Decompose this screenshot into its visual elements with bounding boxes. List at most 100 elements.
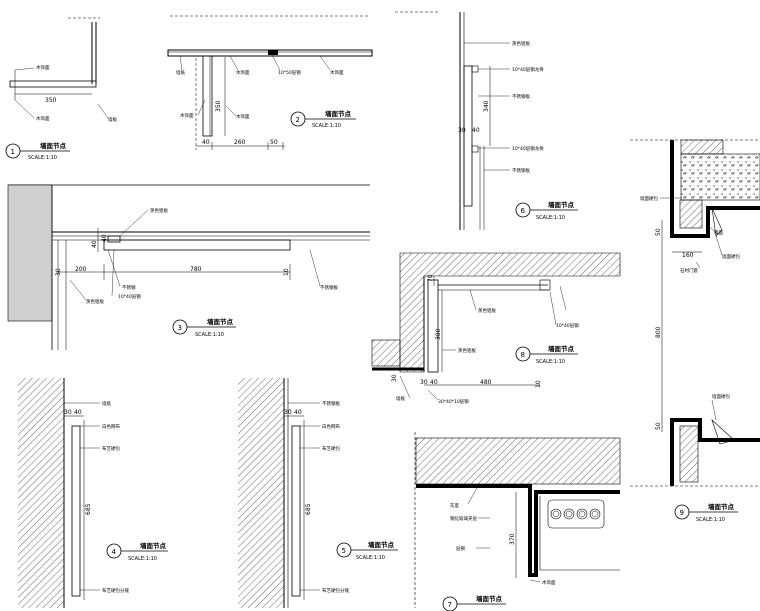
detail-7-dim-0: 370 xyxy=(509,533,516,545)
detail-4-dim-0: 30 xyxy=(64,409,72,416)
detail-4-dim-1: 40 xyxy=(74,409,82,416)
detail-8-dim-3: 30 xyxy=(420,379,428,386)
detail-8-dim-1: 30 xyxy=(391,374,398,382)
detail-7-number: 7 xyxy=(448,601,452,609)
detail-1-scale: SCALE:1:10 xyxy=(28,155,57,161)
detail-3-note-1: 蒸色铝板 xyxy=(86,298,104,305)
detail-6-dim-2: 40 xyxy=(472,127,480,134)
detail-6-note-0: 蒸色铝板 xyxy=(512,40,530,47)
detail-2-note-0: 墙纸 xyxy=(176,69,185,76)
detail-3-dim-4: 780 xyxy=(190,266,202,273)
detail-3-title: 墙面节点 xyxy=(207,317,234,326)
detail-4-note-1: 白色网布 xyxy=(102,423,120,430)
detail-9-dim-1: 160 xyxy=(682,252,694,259)
detail-8-dim-6: 10 xyxy=(535,380,542,388)
detail-8: 70 30 380 30 40 480 10 蒸色铝板 10*40层钢 蒸色铝板… xyxy=(371,252,621,405)
detail-9-number: 9 xyxy=(680,509,684,517)
detail-1-note-0: 木饰面 xyxy=(36,64,50,71)
detail-2-number: 2 xyxy=(296,116,300,124)
detail-9-title: 墙面节点 xyxy=(708,502,735,511)
detail-3-note-0: 蒸色铝板 xyxy=(150,207,168,214)
detail-2-note-2: 10*50层钢 xyxy=(278,69,301,76)
detail-6-number: 6 xyxy=(521,207,526,215)
detail-7: 370 灰度 钢化玻璃夹层 层钢 木饰面 7 墙面节点 xyxy=(414,432,621,611)
detail-9: 50 160 800 50 墙面硬包 墙面 石材门套 墙面硬包 墙面硬包 9 墙… xyxy=(630,139,760,523)
detail-3-note-4: 不锈钢板 xyxy=(320,284,338,291)
detail-5-note-2: 布艺硬包 xyxy=(322,445,340,452)
detail-6-dim-0: 340 xyxy=(483,100,490,112)
detail-2-dim-3: 50 xyxy=(270,139,278,146)
detail-4-note-0: 墙纸 xyxy=(102,400,111,407)
detail-8-note-3: 墙板 xyxy=(396,395,405,402)
detail-1-note-2: 墙板 xyxy=(108,116,117,123)
detail-4: 30 40 685 墙纸 白色网布 布艺硬包 布艺硬包分缝 4 墙面节点 SCA… xyxy=(18,378,168,608)
detail-1-title: 墙面节点 xyxy=(40,141,67,150)
detail-8-scale: SCALE:1:10 xyxy=(536,359,565,365)
detail-5-dim-0: 30 xyxy=(284,409,292,416)
detail-6-note-1: 10*40层钢龙骨 xyxy=(512,66,544,73)
detail-6-note-2: 不锈钢板 xyxy=(512,93,530,100)
detail-3-scale: SCALE:1:10 xyxy=(195,332,224,338)
detail-9-note-4: 墙面硬包 xyxy=(712,393,730,400)
detail-4-dim-2: 685 xyxy=(85,503,92,515)
detail-7-note-1: 钢化玻璃夹层 xyxy=(450,515,477,522)
detail-8-dim-2: 380 xyxy=(435,328,442,340)
detail-9-note-2: 石材门套 xyxy=(680,267,698,274)
detail-6-note-3: 10*40层钢龙骨 xyxy=(512,145,544,152)
detail-3-dim-0: 40 xyxy=(91,240,98,248)
detail-9-dim-2: 800 xyxy=(655,326,662,338)
detail-5-scale: SCALE:1:10 xyxy=(356,555,385,561)
detail-6-dim-1: 30 xyxy=(458,127,466,134)
detail-2-note-3: 木饰面 xyxy=(330,69,344,76)
detail-8-dim-0: 70 xyxy=(427,274,434,282)
detail-3-number: 3 xyxy=(178,324,182,332)
detail-7-title: 墙面节点 xyxy=(476,594,503,603)
detail-2-dim-1: 40 xyxy=(202,139,210,146)
detail-3: 40 40 30 200 780 10 蒸色铝板 蒸色铝板 10*40层钢 不锈… xyxy=(7,184,370,350)
detail-8-title: 墙面节点 xyxy=(548,344,575,353)
detail-8-note-2: 蒸色铝板 xyxy=(458,347,476,354)
detail-6-scale: SCALE:1:10 xyxy=(536,215,565,221)
detail-3-dim-3: 200 xyxy=(75,266,87,273)
detail-8-note-0: 蒸色铝板 xyxy=(478,307,496,314)
detail-8-note-1: 10*40层钢 xyxy=(556,322,579,329)
detail-1: 350 木饰面 木饰面 墙板 1 墙面节点 SCALE:1:10 xyxy=(5,17,117,161)
detail-2-title: 墙面节点 xyxy=(325,109,352,118)
detail-9-note-1: 墙面 xyxy=(714,229,723,236)
detail-3-note-2: 10*40层钢 xyxy=(118,293,141,300)
detail-9-note-0: 墙面硬包 xyxy=(640,195,658,202)
detail-8-dim-5: 480 xyxy=(480,379,492,386)
detail-7-note-3: 木饰面 xyxy=(542,579,556,586)
detail-4-number: 4 xyxy=(112,548,117,556)
detail-2-note-4: 木饰面 xyxy=(180,112,194,119)
detail-7-note-0: 灰度 xyxy=(450,502,459,509)
detail-5-note-0: 不锈钢板 xyxy=(322,400,340,407)
detail-5: 30 40 685 不锈钢板 白色网布 布艺硬包 布艺硬包分缝 5 墙面节点 S… xyxy=(238,378,398,608)
detail-9-dim-3: 50 xyxy=(655,422,662,430)
detail-1-number: 1 xyxy=(11,148,15,156)
detail-7-note-2: 层钢 xyxy=(456,545,465,552)
detail-4-title: 墙面节点 xyxy=(140,541,167,550)
detail-5-title: 墙面节点 xyxy=(368,540,395,549)
detail-2-note-5: 木饰面 xyxy=(236,113,250,120)
detail-1-note-1: 木饰面 xyxy=(36,115,50,122)
detail-9-scale: SCALE:1:10 xyxy=(696,517,725,523)
detail-2-scale: SCALE:1:10 xyxy=(312,123,341,129)
detail-6-note-4: 不锈钢板 xyxy=(512,167,530,174)
detail-8-number: 8 xyxy=(521,351,525,359)
detail-5-dim-2: 685 xyxy=(305,503,312,515)
detail-9-note-3: 墙面硬包 xyxy=(722,253,740,260)
detail-5-note-1: 白色网布 xyxy=(322,423,340,430)
detail-2: 40 260 50 350 墙纸 木饰面 10*50层钢 木饰面 木饰面 木饰面… xyxy=(167,15,373,150)
detail-2-note-1: 木饰面 xyxy=(236,69,250,76)
detail-6: 340 30 40 蒸色铝板 10*40层钢龙骨 不锈钢板 10*40层钢龙骨 … xyxy=(395,11,578,230)
detail-4-note-3: 布艺硬包分缝 xyxy=(102,587,129,594)
detail-8-note-4: 30*40*10层钢 xyxy=(438,398,469,405)
detail-9-dim-0: 50 xyxy=(655,228,662,236)
detail-5-dim-1: 40 xyxy=(294,409,302,416)
detail-4-scale: SCALE:1:10 xyxy=(128,556,157,562)
detail-4-note-2: 布艺硬包 xyxy=(102,445,120,452)
detail-3-dim-1: 40 xyxy=(101,234,108,242)
detail-8-dim-4: 40 xyxy=(430,379,438,386)
